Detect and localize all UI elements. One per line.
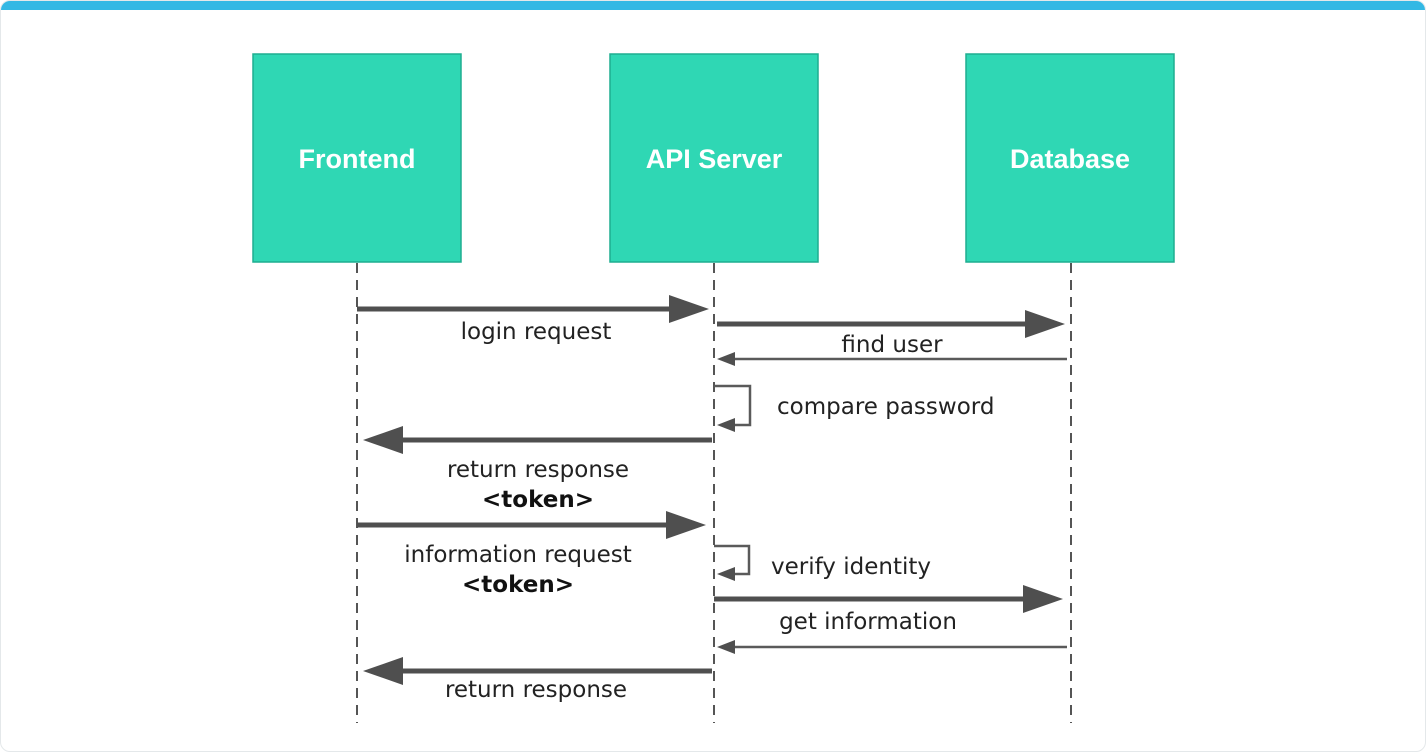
arrowhead-return-response-final (363, 657, 403, 685)
arrowhead-find-user-return (717, 352, 735, 366)
arrowhead-find-user (1025, 310, 1065, 338)
label-return-response-2: return response (445, 677, 627, 703)
label-find-user: find user (841, 332, 943, 358)
actor-frontend-label: Frontend (299, 144, 416, 174)
message-verify-identity: verify identity (714, 544, 931, 581)
message-information-request: information request <token> (357, 511, 706, 598)
actor-frontend-box (252, 53, 462, 263)
message-compare-password: compare password (714, 384, 994, 432)
message-get-information (714, 585, 1063, 613)
arrowhead-compare-password (717, 418, 735, 432)
message-find-user-return (717, 352, 1067, 366)
actor-database: Database (965, 53, 1175, 263)
actor-api-server-box (609, 53, 819, 263)
message-login-request: login request (357, 295, 709, 345)
label-get-information: get information (779, 609, 957, 635)
label-verify-identity: verify identity (771, 554, 931, 580)
message-find-user (717, 310, 1065, 338)
label-compare-password: compare password (777, 394, 994, 420)
message-return-response-final: return response (363, 657, 712, 703)
label-login-request: login request (461, 319, 612, 345)
loop-compare-password (714, 384, 752, 427)
label-information-request: information request (404, 542, 631, 568)
arrowhead-get-information-return (717, 640, 735, 654)
arrowhead-information-request (666, 511, 706, 539)
message-return-response-token: return response <token> (363, 426, 712, 513)
arrowhead-login-request (669, 295, 709, 323)
actor-frontend: Frontend (252, 53, 462, 263)
actor-api-server: API Server (609, 53, 819, 263)
actor-api-server-label: API Server (646, 144, 783, 174)
arrowhead-return-response-token (363, 426, 403, 454)
loop-verify-identity (714, 544, 751, 576)
top-accent-bar (1, 1, 1425, 10)
message-get-information-return (717, 640, 1067, 654)
actor-database-label: Database (1010, 144, 1130, 174)
label-return-response-1: return response (447, 457, 629, 483)
arrowhead-verify-identity (717, 567, 735, 581)
label-token-2: <token> (462, 572, 574, 598)
actor-database-box (965, 53, 1175, 263)
arrowhead-get-information (1023, 585, 1063, 613)
label-token-1: <token> (482, 487, 594, 513)
